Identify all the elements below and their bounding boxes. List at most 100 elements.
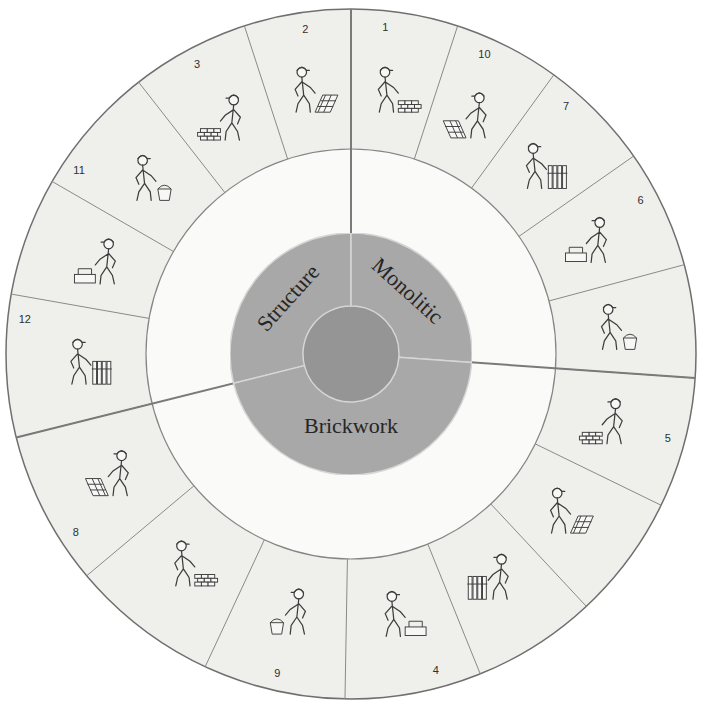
brick [412, 108, 419, 112]
roof-hatch [445, 121, 463, 138]
worker-body [378, 77, 398, 112]
worker-cap [592, 217, 604, 220]
segment-divider [87, 486, 194, 576]
work-prop [565, 247, 586, 261]
form-brace [547, 173, 567, 174]
form-brace [467, 584, 487, 585]
sector-title: Brickwork [304, 414, 398, 438]
work-prop [315, 95, 338, 112]
segment-illustration [74, 239, 115, 284]
mortar-bucket [270, 623, 283, 634]
work-prop [158, 185, 171, 200]
brick [405, 101, 412, 105]
brick [200, 136, 207, 140]
segment-divider [11, 294, 149, 318]
bucket-handle [270, 619, 283, 623]
worker-figure [285, 589, 305, 634]
brick [408, 105, 415, 109]
roof-hatch [573, 516, 591, 533]
sector-fill [230, 233, 351, 383]
worker-figure [526, 143, 546, 188]
worker-figure [466, 93, 486, 138]
illustrations [71, 67, 637, 636]
worker-body [136, 165, 156, 200]
worker-body [602, 409, 622, 444]
brick [398, 108, 405, 112]
form-plank [93, 361, 97, 384]
segment-illustration [136, 155, 171, 200]
form-plank [98, 361, 102, 384]
segment-divider [549, 265, 684, 301]
work-prop [270, 619, 283, 634]
brick [214, 136, 221, 140]
worker-figure [378, 67, 398, 112]
brick [398, 101, 405, 105]
brick [204, 578, 211, 582]
brick [201, 575, 208, 579]
brick [582, 432, 589, 436]
callout-number: 12 [18, 314, 32, 325]
brick [201, 582, 208, 586]
worker-cap [608, 399, 620, 402]
worker-cap [297, 67, 309, 70]
worker-cap [603, 304, 615, 307]
brick [208, 575, 215, 579]
brick [207, 129, 214, 133]
callout-number: 9 [273, 668, 281, 679]
worker-figure [71, 339, 91, 384]
segment-divider [519, 156, 634, 236]
segment-divider [52, 182, 173, 252]
work-prop [398, 101, 421, 112]
worker-body [108, 461, 128, 496]
work-prop [74, 269, 95, 283]
worker-figure [220, 95, 240, 140]
brick [195, 582, 202, 586]
worker-cap [387, 591, 399, 594]
sector-shape [230, 233, 472, 475]
block-mould [565, 253, 586, 262]
worker-figure [136, 155, 156, 200]
roof-tiles [571, 516, 594, 533]
segment-dividers [11, 9, 695, 699]
segment-illustration [270, 589, 305, 634]
worker-body [602, 314, 622, 349]
brick [211, 578, 218, 582]
worker-body [295, 77, 315, 112]
worker-figure [488, 554, 508, 599]
callout-number: 11 [72, 165, 85, 176]
brick [582, 440, 589, 444]
work-prop [571, 516, 594, 533]
segment-illustration [551, 488, 594, 533]
mortar-bucket [158, 189, 171, 200]
brick [405, 108, 412, 112]
work-prop [579, 432, 602, 443]
worker-figure [602, 399, 622, 444]
form-plank [478, 576, 482, 599]
worker-figure [586, 217, 606, 262]
worker-body [526, 153, 546, 188]
block-mould [405, 627, 426, 636]
segment-divider [205, 540, 264, 667]
callout-number: 5 [664, 433, 672, 444]
work-prop [92, 361, 112, 384]
form-plank [563, 166, 567, 189]
brick [214, 129, 221, 133]
worker-figure [175, 541, 195, 586]
roof-hatch [318, 95, 336, 112]
sector-band: Brickwork [230, 233, 472, 475]
worker-cap [552, 488, 564, 491]
segment-illustration [526, 143, 567, 188]
callout-number: 7 [562, 101, 570, 112]
work-prop [623, 334, 636, 349]
form-plank [553, 166, 557, 189]
form-plank [473, 576, 477, 599]
brick [200, 129, 207, 133]
worker-cap [73, 339, 85, 342]
mould-handle [569, 247, 582, 253]
worker-cap [380, 67, 392, 70]
form-plank [468, 576, 472, 599]
segment-illustration [295, 67, 338, 112]
form-plank [558, 166, 562, 189]
worker-cap [494, 554, 506, 557]
brick [589, 432, 596, 436]
